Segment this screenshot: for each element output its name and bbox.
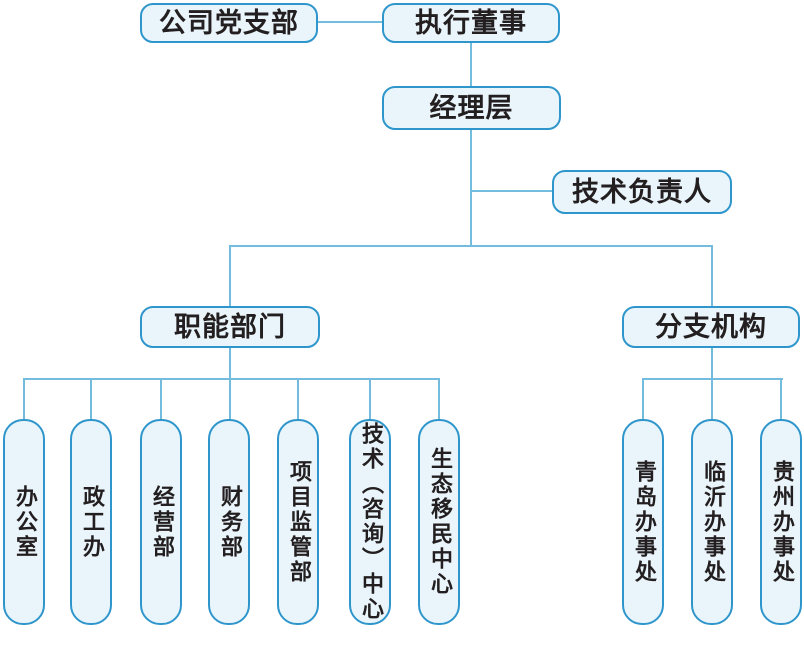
org-node-label: 青岛办事处 <box>631 459 656 585</box>
org-node-functional-departments: 职能部门 <box>140 306 320 348</box>
org-node-technical-lead: 技术负责人 <box>552 170 732 214</box>
connector-line <box>160 380 162 419</box>
connector-line <box>229 348 231 379</box>
connector-line <box>318 21 382 23</box>
connector-line <box>711 348 713 379</box>
connector-line <box>229 247 231 306</box>
connector-line <box>470 130 472 247</box>
org-node-dept-operations: 经营部 <box>140 419 182 625</box>
org-node-label: 贵州办事处 <box>769 459 794 585</box>
connector-line <box>229 380 231 419</box>
org-node-dept-political-work: 政工办 <box>70 419 112 625</box>
org-node-label: 技术（咨询）中心 <box>358 422 383 622</box>
org-node-party-branch: 公司党支部 <box>140 3 318 43</box>
connector-line <box>642 378 783 380</box>
org-node-dept-office: 办公室 <box>3 419 45 625</box>
org-node-executive-director: 执行董事 <box>382 3 560 43</box>
connector-line <box>229 245 713 247</box>
org-node-office-linyi: 临沂办事处 <box>691 419 733 625</box>
org-node-dept-finance: 财务部 <box>208 419 250 625</box>
connector-line <box>642 380 644 419</box>
connector-line <box>90 380 92 419</box>
org-node-label: 临沂办事处 <box>700 459 725 585</box>
connector-line <box>438 380 440 419</box>
org-node-dept-eco-migration-center: 生态移民中心 <box>418 419 460 625</box>
org-node-management: 经理层 <box>382 86 561 130</box>
connector-line <box>472 190 552 192</box>
connector-line <box>23 378 440 380</box>
connector-line <box>23 380 25 419</box>
connector-line <box>711 247 713 306</box>
org-node-dept-project-supervision: 项目监管部 <box>277 419 319 625</box>
connector-line <box>297 380 299 419</box>
connector-line <box>369 380 371 419</box>
connector-line <box>470 43 472 87</box>
org-node-office-qingdao: 青岛办事处 <box>622 419 664 625</box>
org-node-label: 办公室 <box>12 484 37 560</box>
org-node-label: 经营部 <box>149 484 174 560</box>
connector-line <box>711 380 713 419</box>
org-node-office-guizhou: 贵州办事处 <box>760 419 802 625</box>
org-node-label: 政工办 <box>79 484 104 560</box>
org-node-label: 生态移民中心 <box>427 447 452 597</box>
connector-line <box>780 380 782 419</box>
org-node-branch-organizations: 分支机构 <box>622 306 800 348</box>
org-node-dept-tech-consulting-center: 技术（咨询）中心 <box>349 419 391 625</box>
org-node-label: 项目监管部 <box>286 459 311 585</box>
org-node-label: 财务部 <box>217 484 242 560</box>
